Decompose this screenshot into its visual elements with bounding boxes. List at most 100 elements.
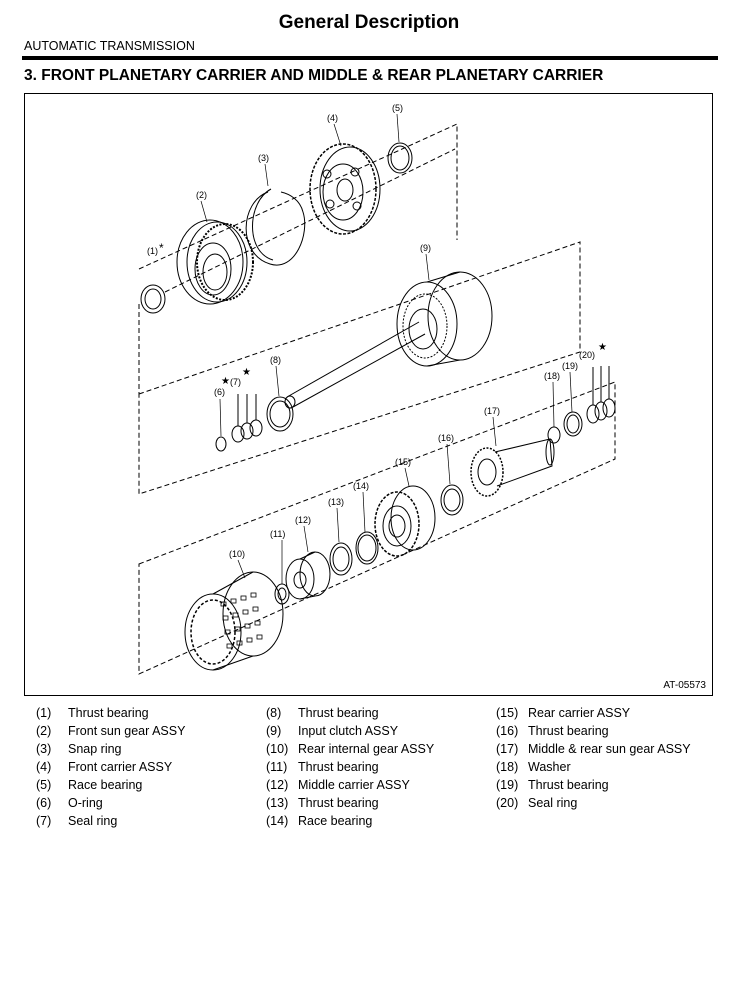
exploded-view-drawing: (1) * (2) (3) (4) (5) (9) (8) ★ (7) ★ (6… — [138, 103, 616, 675]
callout-12: (12) — [295, 515, 311, 525]
part-5-race-bearing — [387, 142, 413, 174]
legend-text: Seal ring — [68, 814, 118, 828]
callout-15: (15) — [395, 457, 411, 467]
part-7-seal-rings — [231, 394, 263, 443]
callout-8: (8) — [270, 355, 281, 365]
legend-item: (3)Snap ring — [36, 742, 185, 760]
legend-text: O-ring — [68, 796, 103, 810]
part-8-thrust-bearing — [266, 396, 294, 432]
legend-number: (9) — [266, 724, 282, 738]
callout-13: (13) — [328, 497, 344, 507]
part-20-seal-rings — [586, 366, 616, 424]
star-mark-7: ★ — [221, 376, 230, 387]
legend-text: Washer — [528, 760, 571, 774]
part-2-front-sun-gear — [176, 219, 254, 305]
legend-text: Thrust bearing — [528, 724, 609, 738]
callout-10: (10) — [229, 549, 245, 559]
legend-item: (9)Input clutch ASSY — [266, 724, 434, 742]
callout-20: (20) — [579, 350, 595, 360]
legend-number: (1) — [36, 706, 52, 720]
legend-number: (12) — [266, 778, 289, 792]
legend-number: (5) — [36, 778, 52, 792]
legend-item: (6) O-ring — [36, 796, 185, 814]
legend-text: Front sun gear ASSY — [68, 724, 186, 738]
legend-item: (15) Rear carrier ASSY — [496, 706, 691, 724]
section-heading: 3. FRONT PLANETARY CARRIER AND MIDDLE & … — [24, 67, 604, 84]
legend-column-3: (15) Rear carrier ASSY (16) Thrust bearing… — [496, 706, 691, 814]
legend-item: (8)Thrust bearing — [266, 706, 434, 724]
callout-3: (3) — [258, 153, 269, 163]
part-4-front-carrier — [309, 143, 381, 235]
legend-text: Race bearing — [298, 814, 373, 828]
legend-number: (6) — [36, 796, 52, 810]
legend-item: (16) Thrust bearing — [496, 724, 691, 742]
legend-item: (5)Race bearing — [36, 778, 185, 796]
legend-item: (11) Thrust bearing — [266, 760, 434, 778]
part-14-race-bearing — [355, 531, 379, 565]
legend-item: (13) Thrust bearing — [266, 796, 434, 814]
legend-item: (2) Front sun gear ASSY — [36, 724, 185, 742]
legend-text: Thrust bearing — [298, 796, 379, 810]
legend-number: (17) — [496, 742, 519, 756]
assembly-guide-lines — [138, 123, 616, 675]
callout-4: (4) — [327, 113, 338, 123]
legend-item: (4) Front carrier ASSY — [36, 760, 185, 778]
legend-number: (14) — [266, 814, 289, 828]
callout-19: (19) — [562, 361, 578, 371]
part-3-snap-ring — [245, 188, 306, 266]
legend-number: (2) — [36, 724, 52, 738]
legend-number: (4) — [36, 760, 52, 774]
part-17-sun-gear — [470, 438, 555, 497]
legend-text: Thrust bearing — [528, 778, 609, 792]
legend-text: Thrust bearing — [68, 706, 149, 720]
legend-number: (16) — [496, 724, 519, 738]
section-label: AUTOMATIC TRANSMISSION — [24, 39, 195, 53]
legend-text: Seal ring — [528, 796, 578, 810]
legend-item: (20) Seal ring — [496, 796, 691, 814]
legend-item: (19) Thrust bearing — [496, 778, 691, 796]
legend-text: Thrust bearing — [298, 760, 379, 774]
part-13-thrust-bearing — [329, 542, 353, 576]
legend-text: Rear carrier ASSY — [528, 706, 631, 720]
part-12-middle-carrier — [285, 551, 331, 600]
legend-number: (13) — [266, 796, 289, 810]
callout-5: (5) — [392, 103, 403, 113]
legend-item: (14) Race bearing — [266, 814, 434, 832]
callout-6: (6) — [214, 387, 225, 397]
legend-number: (11) — [266, 760, 288, 774]
callout-11: (11) — [270, 529, 285, 539]
legend-number: (3) — [36, 742, 52, 756]
part-10-rear-internal-gear — [184, 571, 284, 671]
legend-number: (15) — [496, 706, 519, 720]
part-16-thrust-bearing — [440, 484, 464, 516]
legend-column-2: (8)Thrust bearing (9)Input clutch ASSY (… — [266, 706, 434, 832]
part-18-washer — [547, 426, 561, 444]
leader-lines — [200, 113, 573, 584]
legend-number: (19) — [496, 778, 519, 792]
figure-id: AT-05573 — [663, 680, 706, 691]
callout-9: (9) — [420, 243, 431, 253]
legend-number: (18) — [496, 760, 519, 774]
legend-item: (7) Seal ring — [36, 814, 185, 832]
legend-number: (20) — [496, 796, 519, 810]
legend-item: (1) Thrust bearing — [36, 706, 185, 724]
legend-item: (12)Middle carrier ASSY — [266, 778, 434, 796]
legend-number: (7) — [36, 814, 52, 828]
part-15-rear-carrier — [374, 485, 436, 557]
callout-16: (16) — [438, 433, 454, 443]
callout-1: (1) — [147, 246, 158, 256]
callout-7: (7) — [230, 377, 241, 387]
legend-text: Rear internal gear ASSY — [298, 742, 435, 756]
star-mark-7b: ★ — [242, 367, 251, 378]
legend-number: (10) — [266, 742, 289, 756]
legend-item: (18) Washer — [496, 760, 691, 778]
legend-text: Front carrier ASSY — [68, 760, 173, 774]
legend-text: Thrust bearing — [298, 706, 379, 720]
callout-17: (17) — [484, 406, 500, 416]
part-1-thrust-bearing — [140, 284, 166, 314]
part-19-thrust-bearing — [563, 411, 583, 437]
legend-item: (17)Middle & rear sun gear ASSY — [496, 742, 691, 760]
part-6-o-ring — [215, 436, 227, 452]
exploded-view-figure: (1) * (2) (3) (4) (5) (9) (8) ★ (7) ★ (6… — [24, 93, 713, 696]
page-title: General Description — [278, 12, 460, 33]
